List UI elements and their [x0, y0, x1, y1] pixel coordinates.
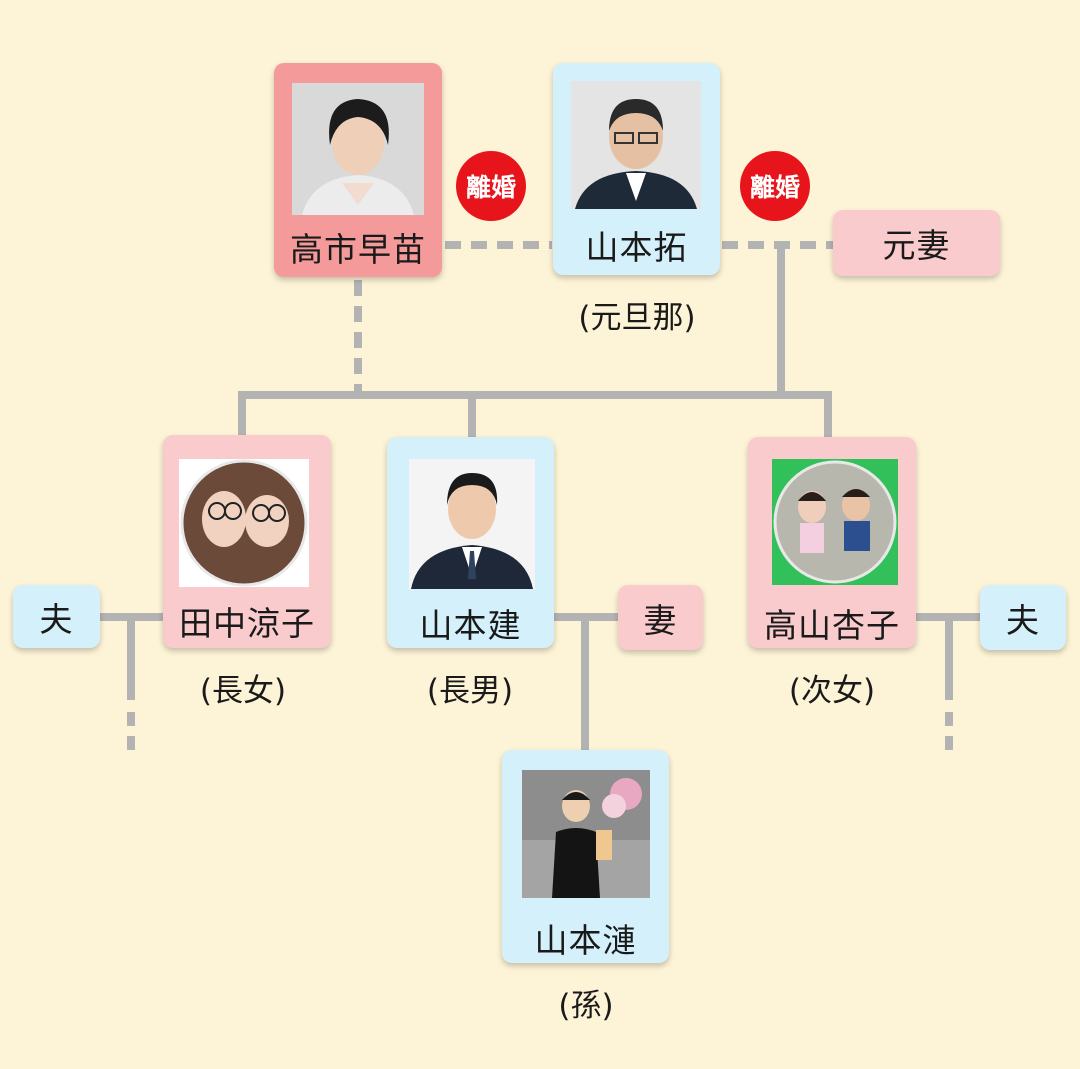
- role-ren: (孫): [558, 988, 614, 1024]
- card-sanae: 高市早苗: [274, 63, 442, 277]
- name-ryoko: 田中涼子: [179, 604, 315, 643]
- name-ken: 山本建: [419, 606, 522, 645]
- name-ren: 山本漣: [534, 921, 637, 960]
- photo-sanae: [292, 83, 424, 215]
- card-kyoko: 高山杏子: [748, 437, 916, 648]
- card-ren: 山本漣: [502, 750, 669, 963]
- name-wife-ken: 妻: [643, 600, 678, 640]
- photo-ryoko: [179, 459, 309, 587]
- name-exwife: 元妻: [882, 226, 951, 265]
- name-husband-left: 夫: [39, 599, 74, 639]
- name-taku: 山本拓: [585, 228, 688, 267]
- name-kyoko: 高山杏子: [764, 606, 900, 645]
- card-exwife: 元妻: [833, 210, 1000, 276]
- role-ken: (長男): [426, 673, 514, 709]
- card-wife-ken: 妻: [618, 585, 703, 650]
- photo-kyoko: [772, 459, 898, 585]
- divorce-badge-2: 離婚: [740, 151, 810, 221]
- role-kyoko: (次女): [788, 673, 876, 709]
- card-husband-right: 夫: [980, 585, 1066, 650]
- role-taku: (元旦那): [578, 300, 696, 336]
- card-ken: 山本建: [387, 437, 554, 648]
- name-husband-right: 夫: [1006, 600, 1040, 640]
- name-sanae: 高市早苗: [290, 230, 426, 269]
- card-ryoko: 田中涼子: [163, 435, 331, 648]
- card-taku: 山本拓: [553, 63, 720, 275]
- card-husband-left: 夫: [13, 585, 100, 648]
- role-ryoko: (長女): [199, 673, 287, 709]
- divorce-badge-1: 離婚: [456, 151, 526, 221]
- photo-ken: [409, 459, 535, 589]
- photo-ren: [522, 770, 650, 898]
- photo-taku: [571, 81, 701, 209]
